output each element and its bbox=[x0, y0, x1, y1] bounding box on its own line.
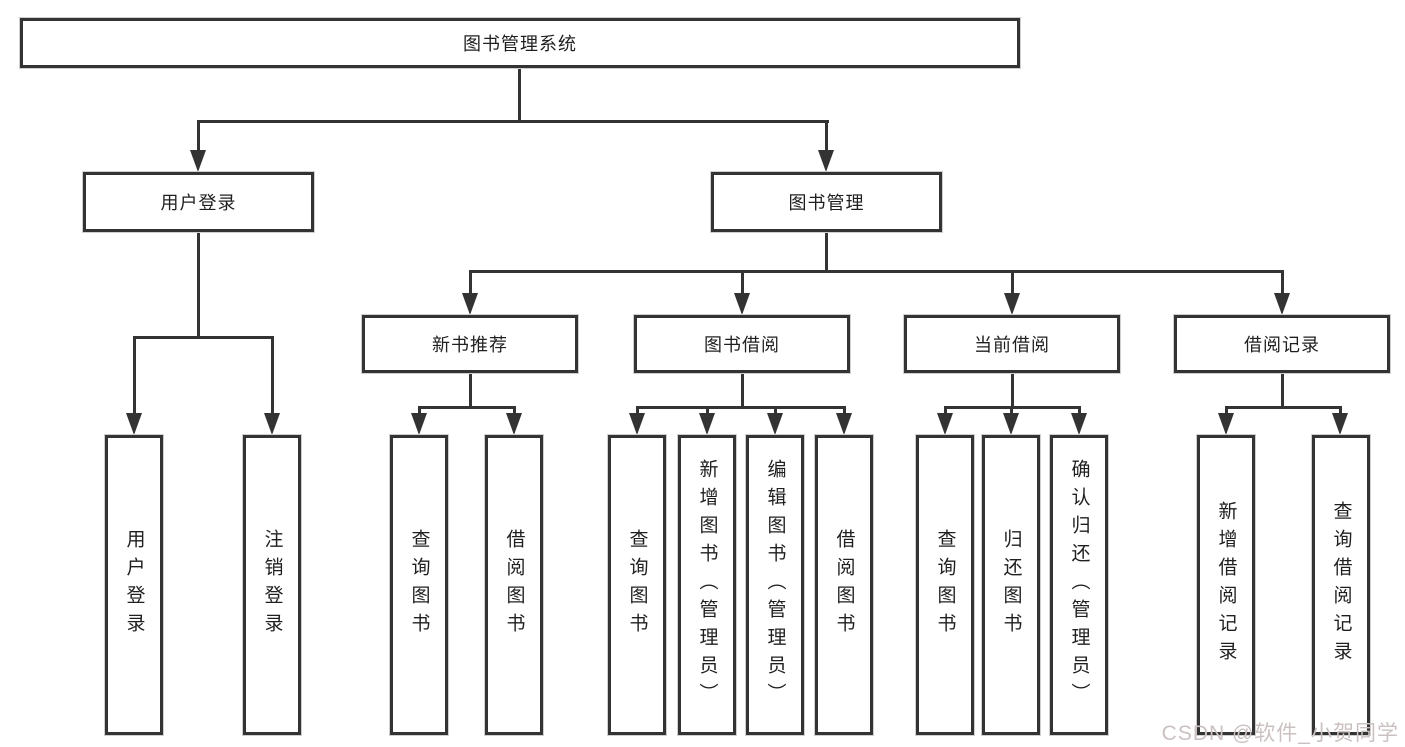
node-book-management-label: 图书管理 bbox=[788, 193, 865, 213]
leaf-current-confirm-admin: 确认归还（管理员） bbox=[1050, 435, 1108, 735]
connector-user-login-drop-1 bbox=[133, 336, 136, 416]
leaf-logout: 注销登录 bbox=[243, 435, 301, 735]
leaf-user-login: 用户登录 bbox=[105, 435, 163, 735]
node-borrow-records-label: 借阅记录 bbox=[1244, 335, 1320, 355]
arrow-to-leaf-current-confirm bbox=[1071, 413, 1087, 435]
connector-borrow-drop-1 bbox=[636, 406, 639, 416]
node-book-management: 图书管理 bbox=[711, 172, 942, 232]
connector-records-drop-2 bbox=[1339, 406, 1342, 416]
connector-book-mgmt-drop-4 bbox=[1281, 270, 1284, 295]
leaf-newbook-query: 查询图书 bbox=[390, 435, 448, 735]
connector-records-drop-1 bbox=[1225, 406, 1228, 416]
leaf-newbook-query-label: 查询图书 bbox=[408, 529, 430, 641]
csdn-watermark: CSDN @软件_小贺同学 bbox=[1161, 722, 1399, 745]
connector-current-drop-1 bbox=[944, 406, 947, 416]
connector-current-stem bbox=[1011, 373, 1014, 409]
arrow-to-leaf-borrow-add bbox=[699, 413, 715, 435]
arrow-to-book-management bbox=[818, 150, 834, 172]
connector-book-mgmt-drop-1 bbox=[469, 270, 472, 295]
arrow-to-leaf-records-add bbox=[1218, 413, 1234, 435]
arrow-to-leaf-borrow-borrow bbox=[836, 413, 852, 435]
leaf-user-login-label: 用户登录 bbox=[123, 529, 145, 641]
node-new-book-recommend: 新书推荐 bbox=[362, 315, 578, 373]
connector-newbook-drop-2 bbox=[513, 406, 516, 416]
leaf-records-query: 查询借阅记录 bbox=[1312, 435, 1370, 735]
node-new-book-recommend-label: 新书推荐 bbox=[432, 335, 508, 355]
leaf-borrow-add-admin-label: 新增图书（管理员） bbox=[696, 459, 718, 711]
connector-root-drop-left bbox=[197, 120, 200, 154]
leaf-current-query: 查询图书 bbox=[916, 435, 974, 735]
arrow-to-user-login bbox=[190, 150, 206, 172]
leaf-logout-label: 注销登录 bbox=[261, 529, 283, 641]
leaf-borrow-borrow-label: 借阅图书 bbox=[833, 529, 855, 641]
arrow-to-leaf-borrow-edit bbox=[767, 413, 783, 435]
leaf-borrow-borrow: 借阅图书 bbox=[815, 435, 873, 735]
arrow-to-borrow-records bbox=[1274, 293, 1290, 315]
leaf-current-query-label: 查询图书 bbox=[934, 529, 956, 641]
leaf-current-return: 归还图书 bbox=[982, 435, 1040, 735]
leaf-current-return-label: 归还图书 bbox=[1000, 529, 1022, 641]
arrow-to-leaf-newbook-borrow bbox=[506, 413, 522, 435]
connector-borrow-drop-3 bbox=[774, 406, 777, 416]
arrow-to-leaf-borrow-query bbox=[629, 413, 645, 435]
connector-records-rail bbox=[1225, 406, 1341, 409]
arrow-to-leaf-logout bbox=[264, 413, 280, 435]
connector-book-mgmt-drop-3 bbox=[1011, 270, 1014, 295]
node-current-borrow-label: 当前借阅 bbox=[974, 335, 1050, 355]
connector-root-stem bbox=[518, 68, 521, 122]
connector-borrow-drop-4 bbox=[843, 406, 846, 416]
arrow-to-new-book-recommend bbox=[462, 293, 478, 315]
arrow-to-current-borrow bbox=[1004, 293, 1020, 315]
node-current-borrow: 当前借阅 bbox=[904, 315, 1120, 373]
connector-root-drop-right bbox=[825, 120, 828, 154]
node-borrow-records: 借阅记录 bbox=[1174, 315, 1390, 373]
leaf-borrow-edit-admin-label: 编辑图书（管理员） bbox=[764, 459, 786, 711]
leaf-records-query-label: 查询借阅记录 bbox=[1330, 501, 1352, 669]
connector-newbook-rail bbox=[418, 406, 516, 409]
leaf-newbook-borrow-label: 借阅图书 bbox=[503, 529, 525, 641]
arrow-to-leaf-records-query bbox=[1332, 413, 1348, 435]
node-user-login: 用户登录 bbox=[83, 172, 314, 232]
arrow-to-leaf-user-login bbox=[126, 413, 142, 435]
connector-borrow-drop-2 bbox=[706, 406, 709, 416]
node-root-label: 图书管理系统 bbox=[463, 34, 577, 54]
connector-book-mgmt-stem bbox=[825, 232, 828, 272]
arrow-to-leaf-current-query bbox=[937, 413, 953, 435]
node-book-borrow: 图书借阅 bbox=[634, 315, 850, 373]
connector-user-login-rail bbox=[133, 336, 273, 339]
leaf-borrow-add-admin: 新增图书（管理员） bbox=[678, 435, 736, 735]
leaf-records-add-label: 新增借阅记录 bbox=[1215, 501, 1237, 669]
connector-newbook-stem bbox=[469, 373, 472, 409]
node-user-login-label: 用户登录 bbox=[160, 193, 237, 213]
connector-borrow-stem bbox=[741, 373, 744, 409]
leaf-newbook-borrow: 借阅图书 bbox=[485, 435, 543, 735]
leaf-borrow-query: 查询图书 bbox=[608, 435, 666, 735]
arrow-to-leaf-current-return bbox=[1003, 413, 1019, 435]
connector-current-drop-2 bbox=[1010, 406, 1013, 416]
connector-book-mgmt-rail bbox=[469, 270, 1283, 273]
connector-root-rail bbox=[197, 120, 829, 123]
leaf-borrow-edit-admin: 编辑图书（管理员） bbox=[746, 435, 804, 735]
connector-records-stem bbox=[1281, 373, 1284, 409]
connector-user-login-drop-2 bbox=[271, 336, 274, 416]
connector-book-mgmt-drop-2 bbox=[741, 270, 744, 295]
node-root: 图书管理系统 bbox=[20, 18, 1020, 68]
leaf-current-confirm-admin-label: 确认归还（管理员） bbox=[1068, 459, 1090, 711]
connector-newbook-drop-1 bbox=[418, 406, 421, 416]
arrow-to-leaf-newbook-query bbox=[411, 413, 427, 435]
arrow-to-book-borrow bbox=[734, 293, 750, 315]
connector-user-login-stem bbox=[197, 232, 200, 338]
leaf-borrow-query-label: 查询图书 bbox=[626, 529, 648, 641]
connector-current-drop-3 bbox=[1078, 406, 1081, 416]
connector-borrow-rail bbox=[636, 406, 846, 409]
node-book-borrow-label: 图书借阅 bbox=[704, 335, 780, 355]
leaf-records-add: 新增借阅记录 bbox=[1197, 435, 1255, 735]
